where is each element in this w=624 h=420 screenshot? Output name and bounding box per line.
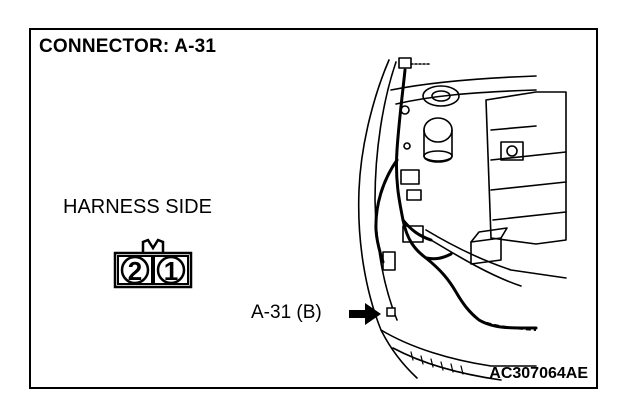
- diagram-title: CONNECTOR: A-31: [39, 36, 217, 57]
- pin-label-2: 2: [128, 256, 142, 286]
- bumper-edge: [380, 329, 537, 367]
- radiator-support: [390, 75, 537, 91]
- pin-cell-1: 1: [153, 255, 189, 286]
- pin-label-1: 1: [164, 256, 178, 286]
- engine-bay-illustration: [357, 57, 567, 381]
- connector-symbol: 2 1: [113, 238, 193, 289]
- fender-outline: [357, 59, 418, 379]
- engine-block: [485, 91, 567, 245]
- right-arrow-icon: [349, 303, 396, 325]
- figure-code: AC307064AE: [489, 365, 588, 382]
- connector-callout-label: A-31 (B): [251, 302, 322, 323]
- connector-body: [113, 238, 193, 289]
- pin-cell-2: 2: [117, 255, 153, 286]
- diagram-frame: CONNECTOR: A-31 HARNESS SIDE 2 1: [29, 28, 598, 389]
- harness-side-label: HARNESS SIDE: [63, 196, 212, 218]
